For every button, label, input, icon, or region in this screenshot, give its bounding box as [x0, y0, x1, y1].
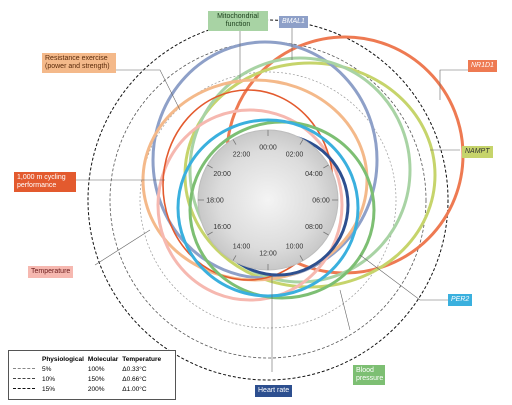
label-nampt: NAMPT: [462, 146, 493, 158]
clock-tick: [323, 164, 329, 169]
label-temperature: Temperature: [28, 266, 74, 278]
legend-box: Physiological Molecular Temperature 5% 1…: [8, 350, 176, 400]
clock-label: 00:00: [259, 145, 277, 152]
leader-temperature: [94, 229, 151, 266]
label-resistance: Resistance exercise (power and strength): [42, 53, 116, 73]
legend-row: 10% 150% Δ0.66°C: [13, 374, 165, 384]
clock-ticks: [198, 130, 338, 270]
legend-physio: 5%: [42, 365, 52, 373]
clock-tick: [323, 231, 329, 236]
legend-header-temperature: Temperature: [122, 355, 162, 363]
clock-tick: [299, 255, 304, 261]
label-nr1d1: NR1D1: [468, 60, 497, 72]
curve-per2: [176, 118, 360, 298]
clock-tick: [207, 231, 213, 236]
ref-circle-10: [109, 41, 427, 359]
legend-molecular: 200%: [87, 385, 105, 393]
clock-label: 02:00: [286, 152, 304, 159]
ref-circle-5: [139, 71, 397, 329]
legend-molecular: 100%: [87, 365, 105, 373]
label-blood: Blood pressure: [353, 365, 385, 385]
clock-label: 12:00: [259, 251, 277, 258]
label-mitochondrial: Mitochondrial function: [208, 11, 268, 31]
clock-label: 22:00: [233, 152, 251, 159]
curve-temperature: [156, 108, 344, 302]
ref-circle-15: [87, 19, 449, 381]
legend-row: 15% 200% Δ1.00°C: [13, 384, 165, 394]
legend-physio: 10%: [42, 375, 56, 383]
leader-blood: [339, 289, 351, 331]
leader-nr1d1: [439, 69, 470, 100]
leader-per2: [359, 254, 450, 301]
clock-label: 04:00: [305, 171, 323, 178]
clock-labels: 00:00 02:00 04:00 06:00 08:00 10:00 12:00 14:00…: [206, 145, 330, 258]
label-bmal1: BMAL1: [279, 16, 308, 28]
clock-label: 16:00: [213, 224, 231, 231]
label-heart: Heart rate: [255, 385, 293, 397]
label-per2: PER2: [448, 294, 473, 306]
leader-resistance: [115, 69, 181, 111]
legend-temp: Δ0.33°C: [122, 365, 147, 373]
clock-tick: [232, 139, 237, 145]
curve-mitochondrial: [188, 56, 412, 284]
clock-label: 14:00: [233, 243, 251, 250]
legend-row: 5% 100% Δ0.33°C: [13, 364, 165, 374]
legend-temp: Δ1.00°C: [122, 385, 147, 393]
clock-label: 20:00: [213, 171, 231, 178]
clock-label: 18:00: [206, 198, 224, 205]
legend-temp: Δ0.66°C: [122, 375, 147, 383]
label-cycling: 1,000 m cycling performance: [14, 172, 76, 192]
legend-molecular: 150%: [87, 375, 105, 383]
clock-label: 06:00: [312, 198, 330, 205]
clock-tick: [207, 164, 213, 169]
legend-spacer: [13, 354, 42, 364]
clock-tick: [232, 255, 237, 261]
clock-label: 10:00: [286, 243, 304, 250]
legend-table: Physiological Molecular Temperature 5% 1…: [13, 354, 165, 394]
leader-lines: [70, 28, 470, 372]
legend-header-physiological: Physiological: [42, 355, 84, 363]
clock-label: 08:00: [305, 224, 323, 231]
legend-physio: 15%: [42, 385, 56, 393]
legend-header-molecular: Molecular: [87, 355, 119, 363]
clock-tick: [299, 139, 304, 145]
